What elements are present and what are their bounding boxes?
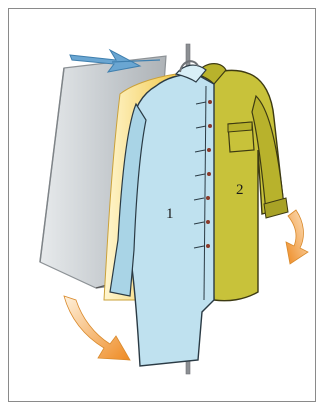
stand-panel-edge: [39, 67, 65, 263]
rotate-arrow-icon: [63, 295, 131, 361]
button-row: [206, 100, 212, 248]
label-2: 2: [236, 182, 244, 198]
hanger-icon: [179, 60, 199, 73]
label-1: 1: [166, 206, 174, 222]
direction-arrow-icon: [69, 48, 161, 73]
rotate-arrow-icon: [285, 209, 309, 265]
coat-panel-1: [109, 64, 215, 367]
